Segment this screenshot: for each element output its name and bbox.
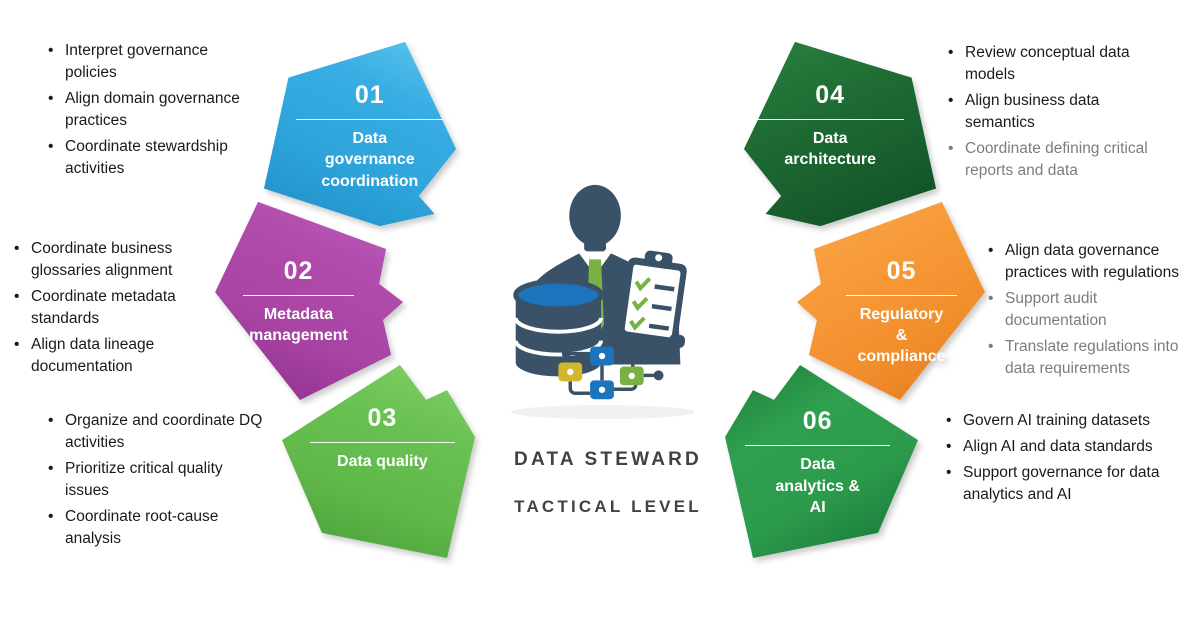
bullet-item: Align domain governance practices bbox=[46, 88, 243, 132]
bullet-item: Organize and coordinate DQ activities bbox=[46, 410, 268, 454]
bullet-item: Coordinate stewardship activities bbox=[46, 136, 243, 180]
segment-number: 01 bbox=[354, 81, 385, 110]
separator-line bbox=[242, 295, 355, 297]
segment-title: Data quality bbox=[337, 452, 428, 470]
bullet-item: Review conceptual data models bbox=[946, 42, 1168, 86]
center-subtitle: TACTICAL LEVEL bbox=[514, 497, 702, 516]
segment-6-label: 06 Data analytics & AI bbox=[739, 407, 897, 517]
segment-title: Regulatory & compliance bbox=[857, 306, 946, 366]
segment-5-bullets: Align data governance practices with reg… bbox=[986, 240, 1186, 384]
separator-line bbox=[295, 119, 444, 121]
separator-line bbox=[756, 119, 905, 121]
bullet-item: Translate regulations into data requirem… bbox=[986, 336, 1186, 380]
segment-2-label: 02 Metadata management bbox=[238, 257, 360, 346]
hand bbox=[668, 334, 686, 348]
segment-3-label: 03 Data quality bbox=[303, 404, 461, 472]
segment-6-shape: 06 Data analytics & AI bbox=[725, 365, 918, 558]
segment-2-bullets: Coordinate business glossaries alignment… bbox=[12, 238, 220, 382]
separator-line bbox=[309, 441, 456, 443]
segment-number: 05 bbox=[886, 257, 917, 286]
node-dot-left bbox=[561, 349, 571, 359]
bullet-item: Coordinate business glossaries alignment bbox=[12, 238, 220, 282]
clipboard-icon bbox=[618, 250, 687, 348]
neck bbox=[584, 235, 606, 252]
segment-1-bullets: Interpret governance policies Align doma… bbox=[46, 40, 243, 184]
segment-number: 06 bbox=[802, 407, 833, 436]
segment-number: 02 bbox=[283, 257, 314, 286]
bullet-item: Align data governance practices with reg… bbox=[986, 240, 1186, 284]
bullet-item: Govern AI training datasets bbox=[944, 410, 1176, 432]
segment-title: Data architecture bbox=[784, 130, 876, 169]
segment-title: Data governance coordination bbox=[321, 130, 419, 190]
segment-6-bullets: Govern AI training datasets Align AI and… bbox=[944, 410, 1176, 510]
bullet-item: Coordinate root-cause analysis bbox=[46, 506, 268, 550]
segment-4-shape: 04 Data architecture bbox=[742, 40, 938, 228]
segment-4-label: 04 Data architecture bbox=[750, 81, 911, 170]
segment-2-shape: 02 Metadata management bbox=[213, 196, 403, 400]
head bbox=[569, 184, 621, 247]
segment-4-bullets: Review conceptual data models Align busi… bbox=[946, 42, 1168, 186]
database-icon bbox=[513, 278, 604, 377]
segment-3-bullets: Organize and coordinate DQ activities Pr… bbox=[46, 410, 268, 554]
bullet-item: Prioritize critical quality issues bbox=[46, 458, 268, 502]
bullet-item: Support audit documentation bbox=[986, 288, 1186, 332]
bullet-item: Coordinate metadata standards bbox=[12, 286, 220, 330]
network-icon bbox=[558, 346, 664, 400]
separator-line bbox=[845, 295, 958, 297]
segment-number: 03 bbox=[367, 403, 398, 432]
node-dot-right bbox=[653, 370, 664, 381]
bullet-item: Coordinate defining critical reports and… bbox=[946, 138, 1168, 182]
bullet-item: Support governance for data analytics an… bbox=[944, 462, 1176, 506]
segment-1-label: 01 Data governance coordination bbox=[289, 81, 450, 191]
segment-number: 04 bbox=[815, 81, 846, 110]
bullet-item: Align data lineage documentation bbox=[12, 334, 220, 378]
bullet-item: Align AI and data standards bbox=[944, 436, 1176, 458]
center-title: DATA STEWARD bbox=[514, 449, 702, 470]
separator-line bbox=[744, 445, 891, 447]
segment-1-shape: 01 Data governance coordination bbox=[262, 40, 458, 228]
icon-shadow bbox=[510, 405, 696, 420]
segment-title: Data analytics & AI bbox=[775, 456, 860, 516]
bullet-item: Interpret governance policies bbox=[46, 40, 243, 84]
segment-title: Metadata management bbox=[249, 306, 348, 345]
data-steward-icon bbox=[510, 184, 696, 420]
bullet-item: Align business data semantics bbox=[946, 90, 1168, 134]
segment-5-label: 05 Regulatory & compliance bbox=[841, 257, 963, 367]
segment-5-shape: 05 Regulatory & compliance bbox=[797, 196, 987, 400]
segment-3-shape: 03 Data quality bbox=[282, 365, 475, 558]
